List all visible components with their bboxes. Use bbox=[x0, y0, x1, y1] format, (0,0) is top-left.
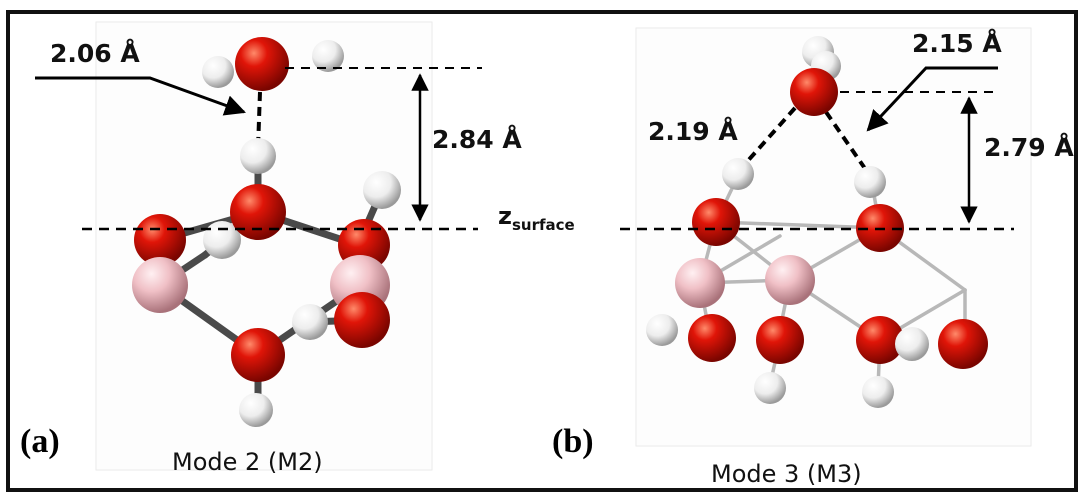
panel-a-caption: Mode 2 (M2) bbox=[172, 448, 323, 476]
panel-a: 2.06 Å 2.84 Å (a) Mode 2 (M2) bbox=[20, 37, 522, 476]
panel-a-pointer-arrow bbox=[35, 76, 246, 116]
panel-b-caption: Mode 3 (M3) bbox=[711, 460, 862, 488]
panel-a-hydrogen-atom bbox=[363, 171, 401, 209]
panel-b-hydrogen-atom bbox=[895, 327, 929, 361]
panel-b-label: (b) bbox=[552, 423, 594, 460]
panel-b-oxygen-atom bbox=[756, 316, 804, 364]
panel-a-water-hydrogen-atom bbox=[202, 56, 234, 88]
panel-a-water-oxygen-atom bbox=[235, 37, 289, 91]
surface-label-base: z bbox=[498, 202, 512, 230]
panel-b-hbond-label-left: 2.19 Å bbox=[648, 117, 738, 146]
panel-a-label: (a) bbox=[20, 423, 60, 460]
panel-a-hbond-label: 2.06 Å bbox=[50, 39, 140, 68]
panel-a-oxygen-atom bbox=[230, 184, 286, 240]
panel-b: 2.15 Å 2.19 Å 2.79 Å (b) Mode 3 (M3) bbox=[552, 29, 1074, 488]
panel-a-height-label: 2.84 Å bbox=[432, 125, 522, 154]
panel-a-hydrogen-atom bbox=[240, 138, 276, 174]
panel-b-pointer-arrow bbox=[866, 66, 998, 132]
panel-b-hbond-label-right: 2.15 Å bbox=[912, 29, 1002, 58]
panel-b-oxygen-atom bbox=[856, 316, 904, 364]
surface-label: zsurface bbox=[498, 202, 575, 234]
panel-b-hydrogen-atom bbox=[754, 372, 786, 404]
panel-b-hydrogen-atom bbox=[646, 314, 678, 346]
panel-b-boron-atom bbox=[675, 258, 725, 308]
panel-a-hydrogen-atom bbox=[292, 304, 328, 340]
panel-b-hydrogen-atom bbox=[854, 166, 886, 198]
panel-b-oxygen-atom bbox=[692, 198, 740, 246]
panel-b-oxygen-atom bbox=[688, 314, 736, 362]
panel-a-oxygen-atom bbox=[334, 292, 390, 348]
panel-b-hydrogen-bond-left bbox=[743, 106, 797, 166]
figure-frame bbox=[6, 10, 1078, 492]
panel-a-boron-atom bbox=[132, 257, 188, 313]
panel-b-oxygen-atom bbox=[938, 319, 988, 369]
panel-a-water-hydrogen-atom bbox=[312, 40, 344, 72]
surface-label-subscript: surface bbox=[512, 216, 575, 234]
panel-b-water-oxygen-atom bbox=[790, 68, 838, 116]
panel-b-height-label: 2.79 Å bbox=[984, 133, 1074, 162]
panel-a-oxygen-atom bbox=[134, 214, 186, 266]
panel-a-oxygen-atom bbox=[231, 328, 285, 382]
panel-b-hydrogen-bond-right bbox=[824, 110, 868, 172]
panel-a-hydrogen-atom bbox=[203, 221, 241, 259]
panel-b-hydrogen-atom bbox=[722, 158, 754, 190]
panel-a-hydrogen-atom bbox=[239, 393, 273, 427]
panel-b-boron-atom bbox=[765, 255, 815, 305]
panel-b-hydrogen-atom bbox=[862, 376, 894, 408]
